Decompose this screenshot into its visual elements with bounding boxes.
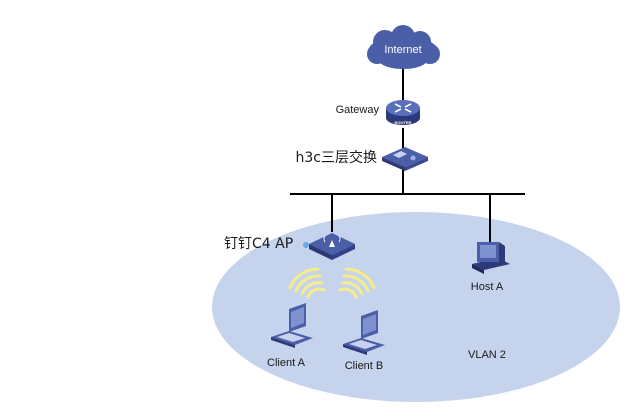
vlan-label: VLAN 2 — [468, 349, 506, 361]
core-switch-node: h3c三层交换 — [296, 147, 428, 171]
gateway-node: ROUTER Gateway — [336, 100, 420, 125]
client-a-label: Client A — [267, 357, 306, 369]
laptop-icon — [271, 303, 313, 348]
internet-node: Internet — [367, 25, 440, 69]
client-b-label: Client B — [345, 360, 384, 372]
client-a-node: Client A — [267, 303, 313, 369]
desktop-pc-icon — [472, 242, 510, 274]
switch-icon — [382, 147, 428, 171]
ap-node: 钉钉C4 AP — [224, 233, 355, 260]
laptop-icon — [343, 310, 385, 355]
ap-label: 钉钉C4 AP — [224, 236, 293, 252]
wireless-ap-icon — [309, 233, 355, 260]
core-switch-label: h3c三层交换 — [296, 149, 377, 166]
router-badge: ROUTER — [395, 120, 412, 125]
internet-label: Internet — [384, 44, 421, 56]
cloud-icon — [367, 25, 440, 69]
wireless-signal-left-icon — [288, 267, 326, 299]
ap-label-marker — [303, 242, 309, 248]
vlan-area — [212, 212, 620, 402]
router-icon: ROUTER — [386, 100, 420, 125]
gateway-label: Gateway — [336, 104, 380, 116]
links — [290, 68, 525, 244]
host-a-label: Host A — [471, 281, 504, 293]
wireless-signal-right-icon — [338, 267, 376, 299]
host-a-node: Host A — [471, 242, 510, 293]
client-b-node: Client B — [343, 310, 385, 372]
